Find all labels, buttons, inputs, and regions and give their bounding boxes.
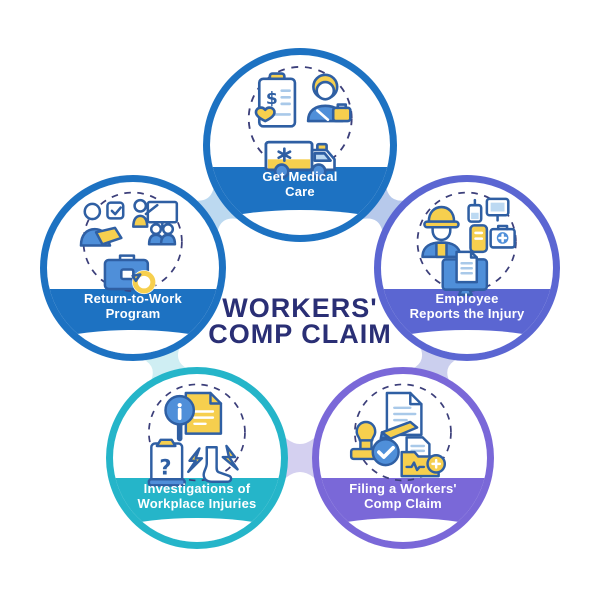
doctor-icon — [306, 73, 352, 122]
step-circle: Filing a Workers' Comp Claim — [319, 374, 487, 542]
injured-foot-icon — [187, 445, 239, 484]
approved-check-icon — [371, 438, 400, 467]
step-label: Employee Reports the Injury — [409, 291, 525, 322]
step-label: Get Medical Care — [262, 169, 338, 200]
step-label: Filing a Workers' Comp Claim — [349, 480, 457, 511]
step-label: Return-to-Work Program — [84, 291, 182, 322]
step-get-medical-care: $ — [203, 48, 397, 242]
step-icons — [80, 192, 184, 295]
step-icons: ? — [147, 383, 246, 487]
crescent-divider — [113, 518, 281, 542]
diagram-title: WORKERS' COMP CLAIM — [0, 293, 600, 349]
step-icons — [416, 192, 518, 297]
crescent-divider — [319, 518, 487, 542]
step-circle: ? Investigations of Workplace Injuries — [113, 374, 281, 542]
report-document-icon — [441, 251, 489, 297]
crescent-divider — [210, 209, 390, 235]
dashed-ring — [148, 383, 246, 482]
diagram-title-line2: COMP CLAIM — [208, 318, 392, 349]
signed-document-icon — [379, 392, 423, 441]
diagram-title-line1: WORKERS' — [222, 293, 378, 323]
claim-folder-icon — [400, 436, 447, 478]
svg-text:?: ? — [159, 456, 171, 480]
step-icons — [350, 383, 452, 482]
employee-checklist-icon — [80, 201, 125, 248]
svg-text:$: $ — [266, 88, 278, 108]
step-circle: $ — [210, 55, 390, 235]
step-employee-reports-the-injury: Employee Reports the Injury — [374, 175, 560, 361]
medical-bill-icon: $ — [254, 71, 297, 128]
crescent-divider — [47, 329, 219, 354]
training-presentation-icon — [132, 199, 179, 246]
dashed-ring — [354, 383, 452, 482]
dashed-ring — [247, 65, 353, 171]
ambulance-icon — [264, 140, 336, 179]
step-circle: Employee Reports the Injury — [381, 182, 553, 354]
step-circle: Return-to-Work Program — [47, 182, 219, 354]
inspection-report-icon — [164, 392, 223, 442]
work-return-briefcase-icon — [103, 254, 157, 295]
crescent-divider — [381, 329, 553, 354]
dashed-ring — [82, 192, 184, 293]
step-investigations-of-workplace-injuries: ? Investigations of Workplace Injuries — [106, 367, 288, 549]
medical-equipment-icon — [467, 198, 517, 254]
question-clipboard-icon: ? — [147, 438, 186, 487]
step-label: Investigations of Workplace Injuries — [137, 480, 257, 511]
injured-worker-icon — [421, 206, 462, 259]
step-return-to-work-program: Return-to-Work Program — [40, 175, 226, 361]
step-filing-a-workers-comp-claim: Filing a Workers' Comp Claim — [312, 367, 494, 549]
step-icons: $ — [247, 65, 353, 179]
